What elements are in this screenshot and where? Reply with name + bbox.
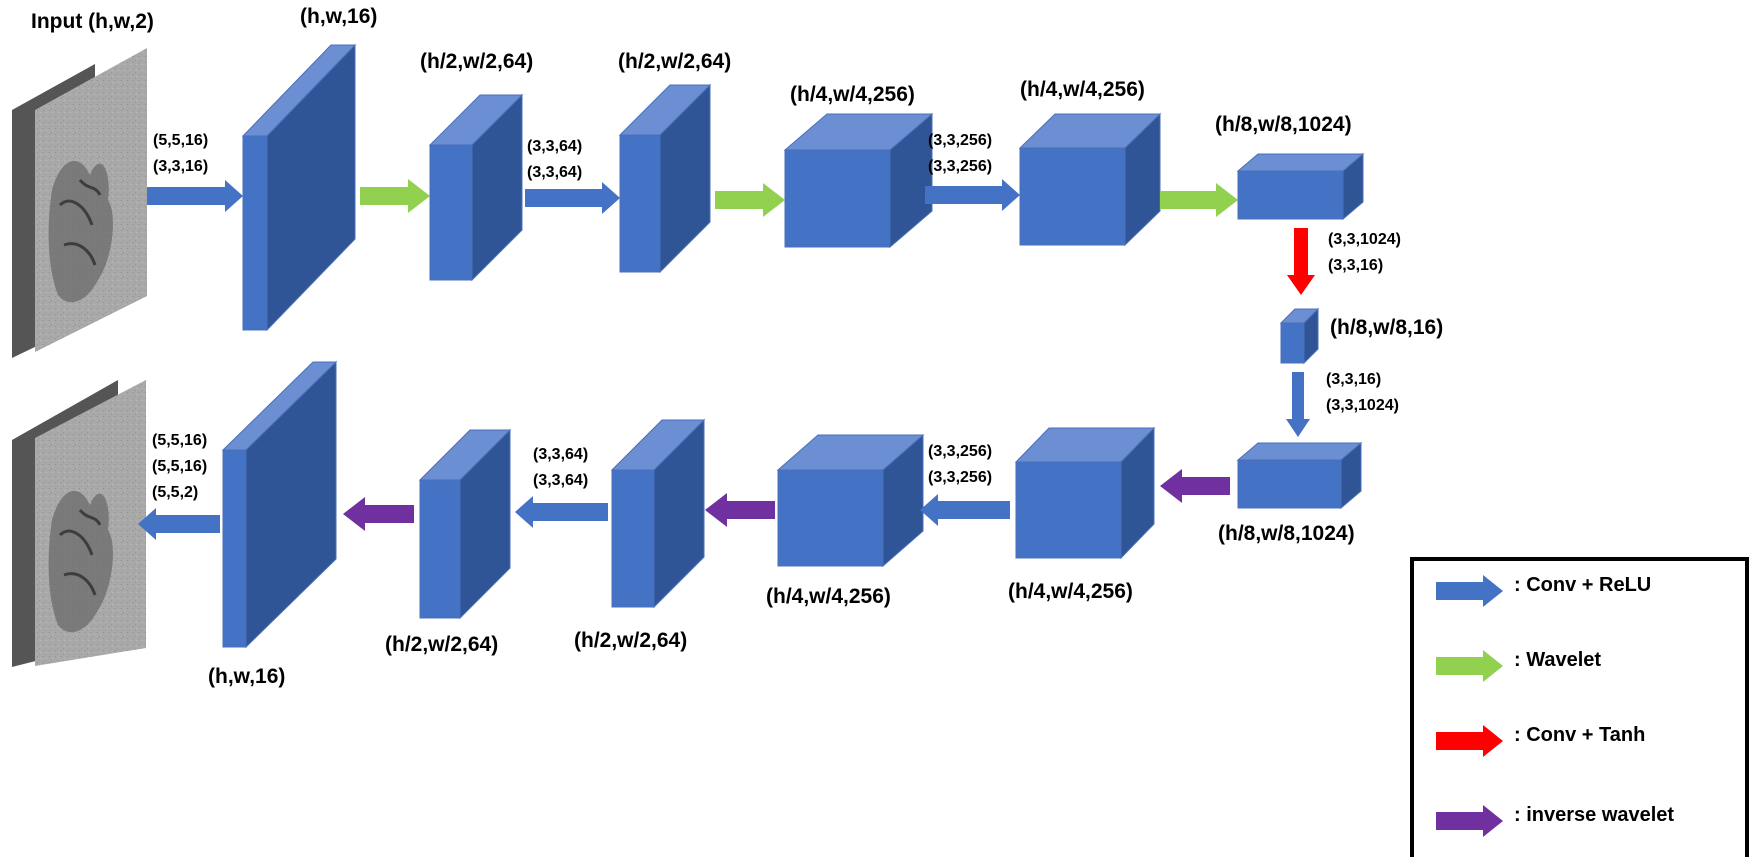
legend-arrows xyxy=(1436,575,1503,837)
legend-wavelet-arrow xyxy=(1436,650,1503,682)
bottleneck-up-param-1: (3,3,16) xyxy=(1326,371,1382,388)
encoder-conv2-param-1: (3,3,64) xyxy=(527,138,583,155)
legend-conv-tanh-label: : Conv + Tanh xyxy=(1514,724,1646,746)
decoder-conv3-param-2: (5,5,16) xyxy=(152,458,208,475)
block-front-face xyxy=(611,469,655,608)
decoder-block-3-label: (h/4,w/4,256) xyxy=(766,585,891,608)
decoder-block-4-label: (h/2,w/2,64) xyxy=(574,629,688,652)
input-image-texture xyxy=(48,160,113,303)
input-image-stack xyxy=(12,48,147,358)
legend-conv-relu-label: : Conv + ReLU xyxy=(1514,574,1652,596)
decoder-conv3-params: (5,5,16) (5,5,16) (5,5,2) xyxy=(152,428,207,506)
encoder-conv1-param-2: (3,3,16) xyxy=(153,158,209,175)
output-image-texture xyxy=(48,490,113,633)
block-front-face xyxy=(222,449,247,648)
encoder-block-3-label: (h/2,w/2,64) xyxy=(618,50,732,73)
bottleneck-up-param-2: (3,3,1024) xyxy=(1326,397,1399,414)
output-image-texture-detail xyxy=(58,508,102,596)
encoder-block-1-label: (h,w,16) xyxy=(300,5,378,28)
bottleneck-down-param-2: (3,3,16) xyxy=(1328,257,1384,274)
encoder-conv3-params: (3,3,256) (3,3,256) xyxy=(928,128,992,180)
legend: : Conv + ReLU : Wavelet : Conv + Tanh : … xyxy=(1410,557,1749,857)
wavelet-arrow xyxy=(715,183,785,217)
encoder-block-6-label: (h/8,w/8,1024) xyxy=(1215,113,1352,136)
decoder-block-1-label: (h/8,w/8,1024) xyxy=(1218,522,1355,545)
block-front-face xyxy=(784,149,891,248)
block-front-face xyxy=(429,144,473,281)
inverse-wavelet-arrow xyxy=(705,493,775,527)
encoder-block-4 xyxy=(783,112,934,249)
legend-conv-tanh-arrow xyxy=(1436,725,1503,757)
block-front-face xyxy=(419,479,461,619)
decoder-conv3-param-1: (5,5,16) xyxy=(152,432,208,449)
encoder-block-2 xyxy=(428,93,524,282)
wavelet-arrow xyxy=(360,179,430,213)
encoder-conv1-param-1: (5,5,16) xyxy=(153,132,209,149)
encoder-block-5 xyxy=(1018,112,1162,247)
block-front-face xyxy=(1237,459,1342,509)
block-front-face xyxy=(1015,461,1122,559)
block-front-face xyxy=(777,469,884,567)
decoder-block-4 xyxy=(610,418,706,609)
encoder-conv3-param-1: (3,3,256) xyxy=(928,132,993,149)
encoder-block-2-label: (h/2,w/2,64) xyxy=(420,50,534,73)
legend-inverse-wavelet-arrow xyxy=(1436,805,1503,837)
arrows xyxy=(138,179,1315,540)
bottleneck-down-params: (3,3,1024) (3,3,16) xyxy=(1328,227,1401,279)
conv-relu-arrow xyxy=(515,496,608,528)
bottleneck-label: (h/8,w/8,16) xyxy=(1330,316,1444,339)
decoder-block-6-label: (h,w,16) xyxy=(208,665,286,688)
conv-relu-arrow xyxy=(138,508,220,540)
conv-relu-arrow xyxy=(1286,372,1310,437)
decoder-conv1-param-1: (3,3,256) xyxy=(928,443,993,460)
output-image-stack xyxy=(12,380,146,667)
encoder-block-1 xyxy=(241,43,357,332)
block-front-face xyxy=(1237,170,1344,220)
conv-relu-arrow xyxy=(525,182,620,214)
block-front-face xyxy=(619,134,661,273)
inverse-wavelet-arrow xyxy=(343,497,414,531)
encoder-block-5-label: (h/4,w/4,256) xyxy=(1020,78,1145,101)
decoder-conv2-params: (3,3,64) (3,3,64) xyxy=(533,442,588,494)
block-front-face xyxy=(242,135,268,331)
decoder-conv1-param-2: (3,3,256) xyxy=(928,469,993,486)
legend-conv-relu-arrow xyxy=(1436,575,1503,607)
wavelet-arrow xyxy=(1160,183,1238,217)
legend-wavelet-label: : Wavelet xyxy=(1514,649,1602,671)
input-label: Input (h,w,2) xyxy=(31,10,154,33)
legend-inverse-wavelet-label: : inverse wavelet xyxy=(1514,804,1675,826)
bottleneck-block xyxy=(1279,307,1320,365)
encoder-block-4-label: (h/4,w/4,256) xyxy=(790,83,915,106)
input-image-texture-detail xyxy=(58,178,102,266)
decoder-conv2-param-1: (3,3,64) xyxy=(533,446,589,463)
block-top-face xyxy=(1236,442,1363,461)
bottleneck-down-param-1: (3,3,1024) xyxy=(1328,231,1401,248)
decoder-block-5 xyxy=(418,428,512,620)
conv-relu-arrow xyxy=(147,180,243,212)
conv-relu-arrow xyxy=(925,179,1020,211)
decoder-conv1-params: (3,3,256) (3,3,256) xyxy=(928,439,992,491)
decoder-conv3-param-3: (5,5,2) xyxy=(152,484,199,501)
decoder-block-5-label: (h/2,w/2,64) xyxy=(385,633,499,656)
block-front-face xyxy=(1280,322,1305,364)
encoder-conv3-param-2: (3,3,256) xyxy=(928,158,993,175)
decoder-conv2-param-2: (3,3,64) xyxy=(533,472,589,489)
inverse-wavelet-arrow xyxy=(1160,469,1230,503)
block-front-face xyxy=(1019,147,1126,246)
decoder-block-6 xyxy=(221,360,338,649)
decoder-block-1 xyxy=(1236,441,1363,510)
encoder-block-3 xyxy=(618,83,712,274)
encoder-block-6 xyxy=(1236,152,1365,221)
conv-relu-arrow xyxy=(920,494,1010,526)
decoder-block-2 xyxy=(1014,426,1156,560)
encoder-conv2-param-2: (3,3,64) xyxy=(527,164,583,181)
encoder-conv1-params: (5,5,16) (3,3,16) xyxy=(153,128,208,180)
conv-tanh-arrow xyxy=(1287,228,1315,295)
block-top-face xyxy=(1236,153,1365,172)
encoder-conv2-params: (3,3,64) (3,3,64) xyxy=(527,134,582,186)
decoder-block-2-label: (h/4,w/4,256) xyxy=(1008,580,1133,603)
decoder-block-3 xyxy=(776,433,925,568)
bottleneck-up-params: (3,3,16) (3,3,1024) xyxy=(1326,367,1399,419)
